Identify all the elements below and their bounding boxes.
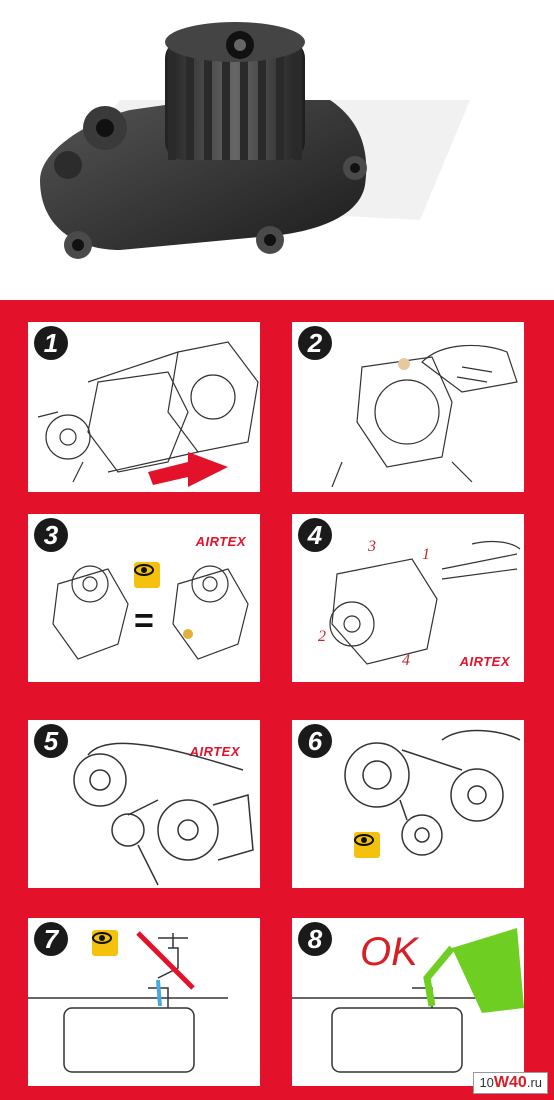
bolt-order-label: 2 bbox=[318, 628, 326, 645]
no-tap-water-icon bbox=[136, 931, 195, 990]
no-tap-water-diagram bbox=[28, 931, 228, 1073]
ok-label: OK bbox=[360, 930, 418, 974]
bolt-tightening-diagram bbox=[329, 540, 521, 665]
water-pump-image bbox=[40, 22, 470, 259]
airtex-logo: AIRTEX bbox=[195, 534, 246, 549]
arrow-left-icon bbox=[148, 452, 228, 487]
step-6-card: 6 bbox=[292, 720, 524, 888]
step-number: 7 bbox=[34, 922, 68, 956]
step-3-card: 3 AIRTEX = bbox=[28, 514, 260, 682]
step-number: 4 bbox=[298, 518, 332, 552]
step-4-card: 4 3 1 2 4 AIRTEX bbox=[292, 514, 524, 682]
step-5-card: 5 AIRTEX bbox=[28, 720, 260, 888]
step-7-card: 7 bbox=[28, 918, 260, 1086]
watermark-badge: 10W40.ru bbox=[473, 1072, 548, 1094]
step-number: 1 bbox=[34, 326, 68, 360]
airtex-logo: AIRTEX bbox=[459, 654, 510, 669]
step-2-card: 2 bbox=[292, 322, 524, 492]
pump-comparison-diagram bbox=[52, 565, 249, 660]
coolant-refill-diagram bbox=[292, 928, 524, 1073]
step-number: 2 bbox=[298, 326, 332, 360]
step-number: 8 bbox=[298, 922, 332, 956]
product-photo bbox=[0, 0, 554, 300]
instruction-panel: 1 2 3 AIRTEX bbox=[0, 300, 554, 1100]
bolt-order-label: 1 bbox=[422, 546, 430, 563]
eye-warning-icon bbox=[354, 832, 380, 858]
equals-sign: = bbox=[134, 602, 154, 640]
airtex-logo: AIRTEX bbox=[189, 744, 240, 759]
eye-warning-icon bbox=[134, 562, 160, 588]
belt-routing-diagram bbox=[73, 742, 254, 886]
step-number: 3 bbox=[34, 518, 68, 552]
bolt-order-label: 3 bbox=[368, 538, 376, 555]
step-8-card: 8 OK bbox=[292, 918, 524, 1086]
step-1-card: 1 bbox=[28, 322, 260, 492]
belt-tension-diagram bbox=[344, 729, 521, 856]
eye-warning-icon bbox=[92, 930, 118, 956]
step-number: 6 bbox=[298, 724, 332, 758]
step-number: 5 bbox=[34, 724, 68, 758]
bolt-order-label: 4 bbox=[402, 652, 410, 669]
gasket-cleaning-diagram bbox=[331, 344, 518, 488]
exploded-pump-diagram bbox=[37, 341, 259, 487]
